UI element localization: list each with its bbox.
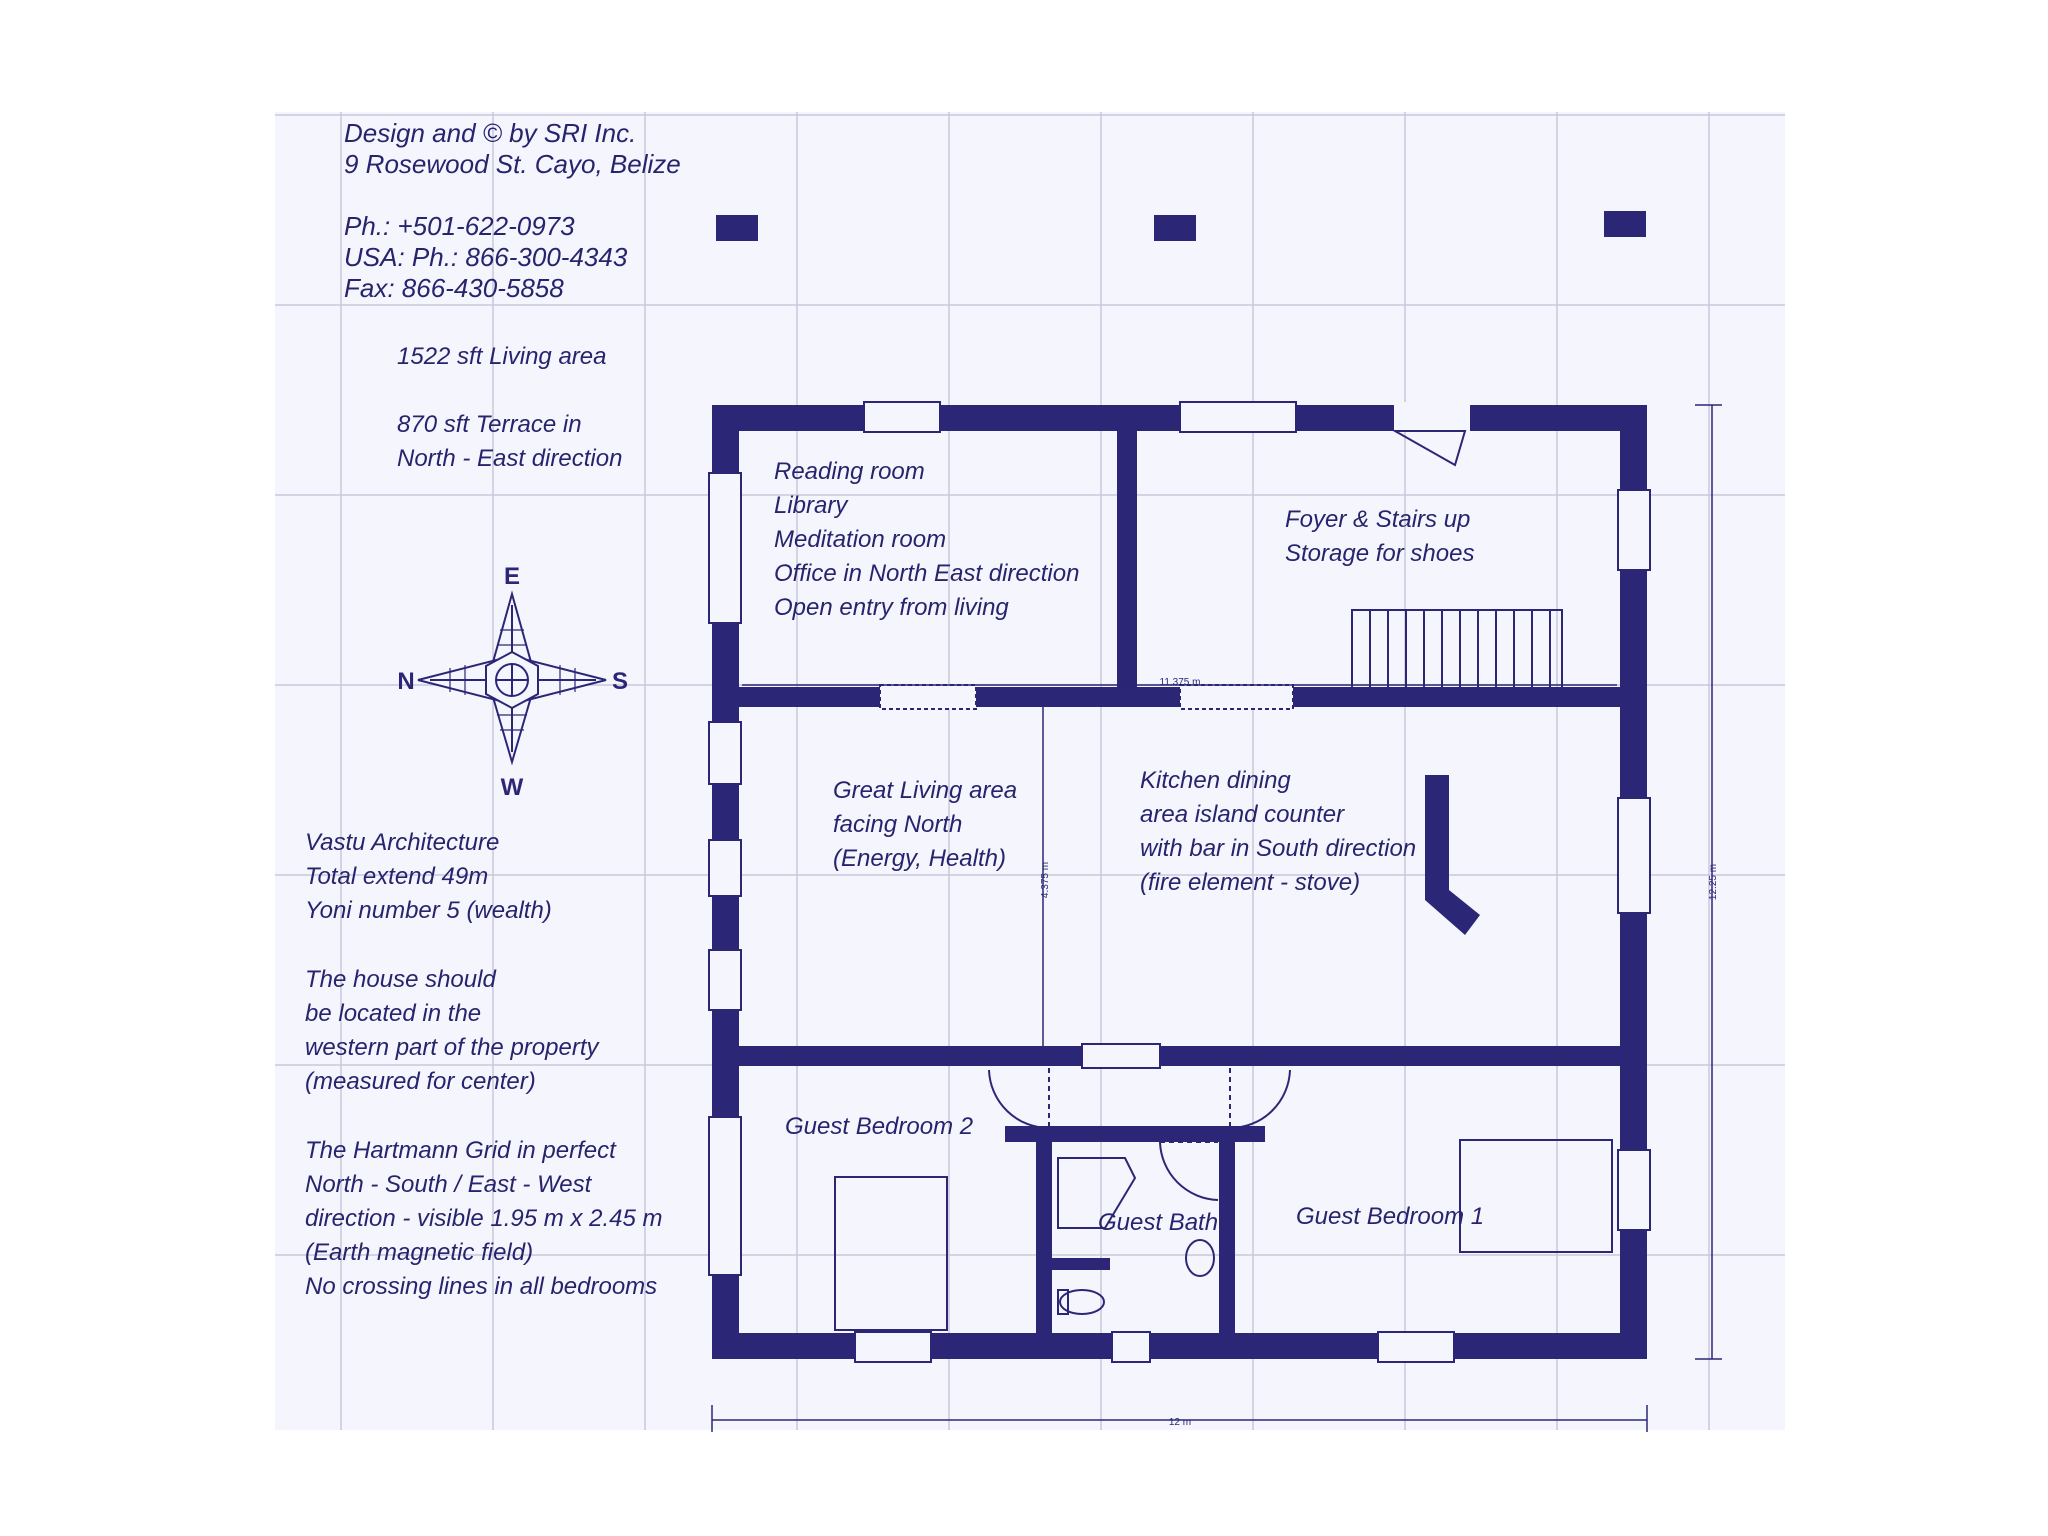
phone: Ph.: +501-622-0973 — [344, 211, 575, 241]
dimension-inner-height: 4.375 m — [1040, 862, 1051, 898]
dimension-width: 12 m — [1169, 1417, 1191, 1428]
room-line: Library — [774, 492, 848, 519]
note-line: The house should — [305, 966, 496, 993]
note-line: (measured for center) — [305, 1068, 536, 1095]
compass-rose-icon — [417, 590, 607, 766]
living-area: 1522 sft Living area — [397, 343, 607, 370]
terrace-line-1: 870 sft Terrace in — [397, 411, 582, 438]
location-notes: The house should be located in the weste… — [305, 963, 598, 1099]
grid-marker — [1604, 211, 1646, 237]
note-line: Vastu Architecture — [305, 829, 500, 856]
room-line: Guest Bath — [1098, 1209, 1219, 1236]
dimension-height: 12.25 m — [1708, 864, 1719, 900]
room-line: Storage for shoes — [1285, 540, 1475, 567]
design-credit: Design and © by SRI Inc. — [344, 118, 637, 148]
room-line: Guest Bedroom 2 — [785, 1113, 974, 1140]
room-label-guest-bedroom-2: Guest Bedroom 2 — [785, 1110, 973, 1144]
usa-phone: USA: Ph.: 866-300-4343 — [344, 242, 628, 272]
room-line: Open entry from living — [774, 594, 1009, 621]
note-line: Total extend 49m — [305, 863, 489, 890]
room-label-living: Great Living area facing North (Energy, … — [833, 774, 1017, 876]
note-line: The Hartmann Grid in perfect — [305, 1137, 616, 1164]
room-line: (Energy, Health) — [833, 845, 1006, 872]
address: 9 Rosewood St. Cayo, Belize — [344, 149, 681, 179]
note-line: Yoni number 5 (wealth) — [305, 897, 552, 924]
compass-west: W — [501, 774, 524, 801]
room-line: facing North — [833, 811, 963, 838]
room-label-reading: Reading room Library Meditation room Off… — [774, 455, 1079, 625]
window-openings — [708, 401, 1651, 1363]
stairs — [1351, 609, 1563, 689]
room-label-guest-bath: Guest Bath — [1098, 1206, 1218, 1240]
room-line: Reading room — [774, 458, 925, 485]
grid-marker — [716, 215, 758, 241]
grid-marker — [1154, 215, 1196, 241]
dimension-lines — [711, 404, 1722, 1432]
room-label-kitchen: Kitchen dining area island counter with … — [1140, 764, 1416, 900]
room-line: Kitchen dining — [1140, 767, 1291, 794]
room-label-foyer: Foyer & Stairs up Storage for shoes — [1285, 503, 1474, 571]
bath-fixtures — [1057, 1157, 1215, 1315]
dimension-inner-width: 11.375 m — [1160, 677, 1201, 688]
hartmann-notes: The Hartmann Grid in perfect North - Sou… — [305, 1134, 662, 1304]
note-line: North - South / East - West — [305, 1171, 592, 1198]
fax: Fax: 866-430-5858 — [344, 273, 564, 303]
living-area-note: 1522 sft Living area — [397, 340, 606, 374]
note-line: be located in the — [305, 1000, 482, 1027]
terrace-note: 870 sft Terrace in North - East directio… — [397, 408, 622, 476]
note-line: direction - visible 1.95 m x 2.45 m — [305, 1205, 663, 1232]
blueprint-sheet — [275, 112, 1785, 1430]
compass-south: S — [612, 668, 628, 695]
compass-east: E — [504, 563, 520, 590]
room-line: Meditation room — [774, 526, 947, 553]
spacer — [344, 180, 681, 211]
note-line: (Earth magnetic field) — [305, 1239, 534, 1266]
beds — [834, 1139, 1613, 1331]
vastu-notes: Vastu Architecture Total extend 49m Yoni… — [305, 826, 552, 928]
compass-north: N — [397, 668, 414, 695]
note-line: western part of the property — [305, 1034, 599, 1061]
room-label-guest-bedroom-1: Guest Bedroom 1 — [1296, 1200, 1484, 1234]
room-line: Great Living area — [833, 777, 1018, 804]
room-line: with bar in South direction — [1140, 835, 1417, 862]
terrace-line-2: North - East direction — [397, 445, 623, 472]
door-swings — [988, 430, 1467, 1201]
room-line: Office in North East direction — [774, 560, 1080, 587]
room-line: (fire element - stove) — [1140, 869, 1361, 896]
note-line: No crossing lines in all bedrooms — [305, 1273, 658, 1300]
room-line: area island counter — [1140, 801, 1345, 828]
room-line: Guest Bedroom 1 — [1296, 1203, 1485, 1230]
room-line: Foyer & Stairs up — [1285, 506, 1471, 533]
header-block: Design and © by SRI Inc. 9 Rosewood St. … — [344, 118, 681, 304]
